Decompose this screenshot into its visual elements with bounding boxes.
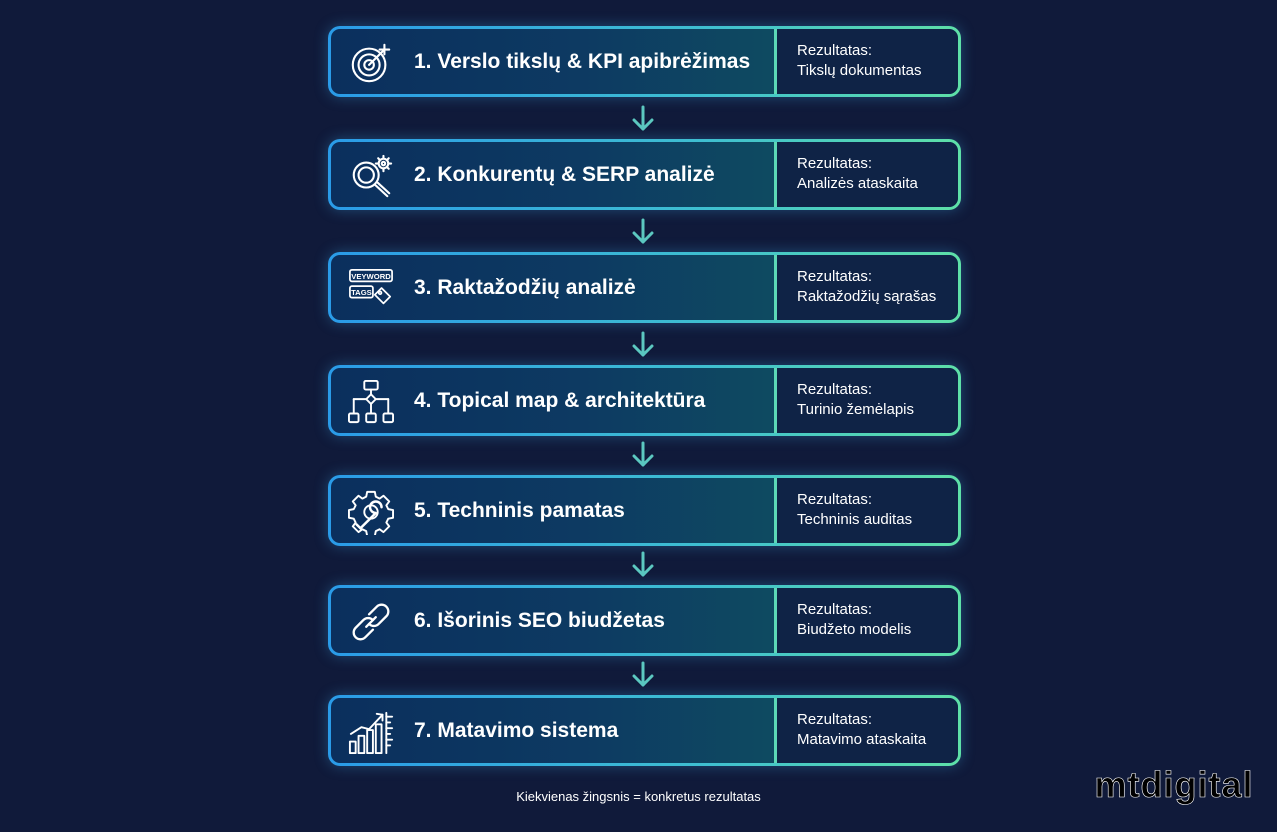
result-value: Raktažodžių sąrašas [797,288,937,305]
result-label: Rezultatas: [797,42,873,59]
step-title: 6. Išorinis SEO biudžetas [414,609,665,632]
result-panel: Rezultatas: Biudžeto modelis [777,588,958,653]
gear-wrench-icon [348,489,394,535]
step-divider [774,588,777,653]
step-title: 2. Konkurentų & SERP analizė [414,163,715,186]
result-value: Techninis auditas [797,511,913,528]
step-3: VEYWORD TAGS 3. Raktažodžių analizė Rezu… [328,252,961,323]
arrow-down-icon [630,330,656,360]
arrow-down-icon [630,440,656,470]
result-panel: Rezultatas: Turinio žemėlapis [777,368,958,433]
step-2: 2. Konkurentų & SERP analizė Rezultatas:… [328,139,961,210]
arrow-down-icon [630,660,656,690]
step-title: 4. Topical map & architektūra [414,389,706,412]
step-title: 1. Verslo tikslų & KPI apibrėžimas [414,50,751,73]
step-4: 4. Topical map & architektūra Rezultatas… [328,365,961,436]
result-label: Rezultatas: [797,381,873,398]
result-value: Analizės ataskaita [797,175,918,192]
step-title: 5. Techninis pamatas [414,499,625,522]
arrow-down-icon [630,217,656,247]
search-gear-icon [348,153,394,199]
chain-link-icon [348,599,394,645]
result-value: Turinio žemėlapis [797,401,914,418]
target-icon [348,40,394,86]
growth-chart-icon [348,709,394,755]
keyword-tag-text: VEYWORD [351,272,391,281]
step-1: 1. Verslo tikslų & KPI apibrėžimas Rezul… [328,26,961,97]
arrow-down-icon [630,550,656,580]
footnote: Kiekvienas žingsnis = konkretus rezultat… [516,789,761,804]
result-label: Rezultatas: [797,491,873,508]
tags-tag-text: TAGS [351,288,372,297]
step-divider [774,142,777,207]
result-label: Rezultatas: [797,155,873,172]
result-panel: Rezultatas: Raktažodžių sąrašas [777,255,958,320]
result-panel: Rezultatas: Matavimo ataskaita [777,698,958,763]
result-panel: Rezultatas: Analizės ataskaita [777,142,958,207]
arrow-down-icon [630,104,656,134]
result-value: Tikslų dokumentas [797,62,922,79]
step-title: 3. Raktažodžių analizė [414,276,636,299]
step-divider [774,255,777,320]
sitemap-icon [348,379,394,425]
result-value: Biudžeto modelis [797,621,912,638]
step-title: 7. Matavimo sistema [414,719,619,742]
step-divider [774,29,777,94]
result-panel: Rezultatas: Techninis auditas [777,478,958,543]
step-divider [774,478,777,543]
brand-logo: mtdigital [1094,764,1254,805]
step-divider [774,368,777,433]
result-label: Rezultatas: [797,711,873,728]
result-panel: Rezultatas: Tikslų dokumentas [777,29,958,94]
step-6: 6. Išorinis SEO biudžetas Rezultatas: Bi… [328,585,961,656]
result-value: Matavimo ataskaita [797,731,927,748]
result-label: Rezultatas: [797,268,873,285]
keyword-tags-icon: VEYWORD TAGS [348,266,394,312]
brand-text: mtdigital [1095,764,1254,805]
step-divider [774,698,777,763]
step-7: 7. Matavimo sistema Rezultatas: Matavimo… [328,695,961,766]
result-label: Rezultatas: [797,601,873,618]
step-5: 5. Techninis pamatas Rezultatas: Technin… [328,475,961,546]
